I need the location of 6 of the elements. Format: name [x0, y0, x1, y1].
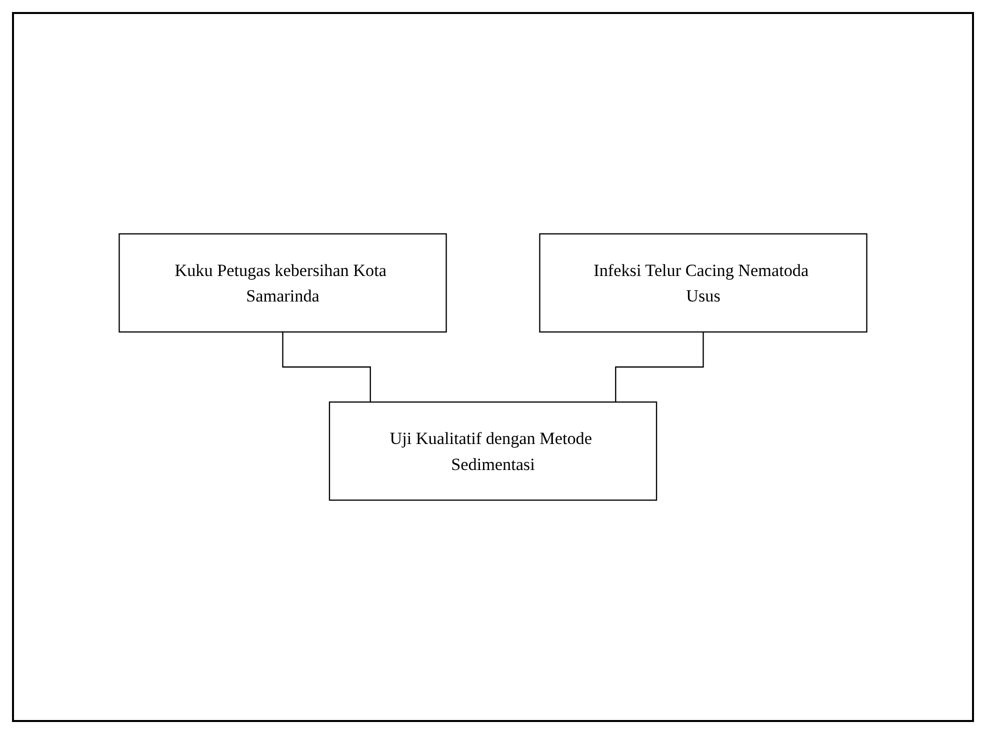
node-box: [118, 233, 447, 333]
node-box: [539, 233, 868, 333]
connector: [282, 331, 371, 402]
frame-border: Kuku Petugas kebersihan Kota Samarinda Infeksi Telur Cacing Nematoda Usus Uji Kualitatif dengan Metode Sedimentasi: [12, 12, 974, 722]
connector: [615, 331, 704, 402]
node-box: [328, 401, 658, 501]
